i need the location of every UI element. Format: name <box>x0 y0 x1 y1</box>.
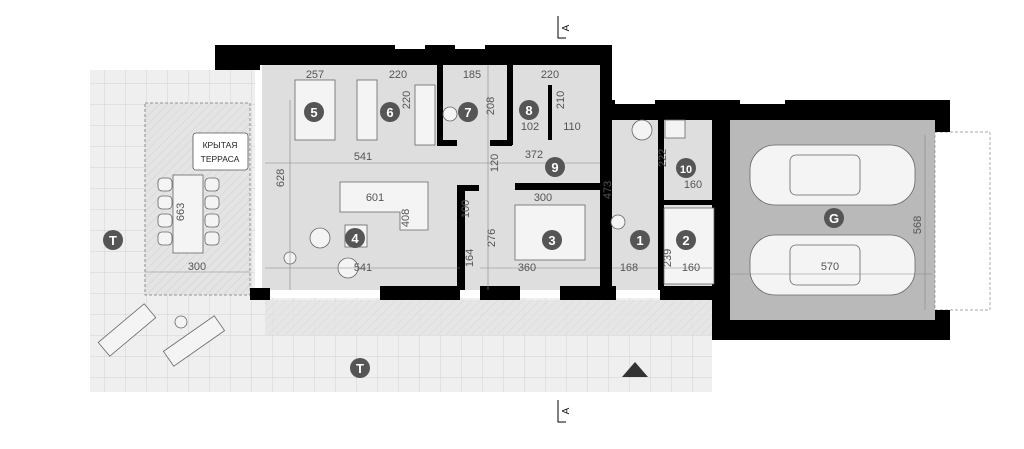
dim-360: 360 <box>518 262 536 274</box>
dim-208: 208 <box>485 97 497 115</box>
dim-220b: 220 <box>541 69 559 81</box>
room-badge-garage: G <box>824 208 844 228</box>
covered-terrace-label: КРЫТАЯ ТЕРРАСА <box>192 132 249 171</box>
room-badge-4: 4 <box>345 228 365 248</box>
dim-257: 257 <box>306 69 324 81</box>
svg-text:3: 3 <box>548 233 555 248</box>
dim-372: 372 <box>525 149 543 161</box>
cars <box>749 144 916 296</box>
dim-601: 601 <box>366 192 384 204</box>
dim-570: 570 <box>821 261 839 273</box>
svg-text:5: 5 <box>310 105 317 120</box>
terrace-dining-table <box>157 174 220 254</box>
dim-168: 168 <box>620 262 638 274</box>
dim-164: 164 <box>464 249 476 267</box>
svg-text:2: 2 <box>682 233 689 248</box>
svg-text:8: 8 <box>525 103 532 118</box>
svg-text:1: 1 <box>636 233 643 248</box>
svg-text:T: T <box>109 233 117 248</box>
room-badge-terrace-bottom: T <box>350 358 370 378</box>
dim-185: 185 <box>463 69 481 81</box>
dim-300b: 300 <box>188 261 206 273</box>
sun-loungers <box>97 303 226 367</box>
dim-110: 110 <box>563 121 581 133</box>
room-badge-8: 8 <box>519 100 539 120</box>
dim-541: 541 <box>354 151 372 163</box>
svg-text:A: A <box>561 24 572 31</box>
dim-300: 300 <box>534 192 552 204</box>
dim-220-vertical: 220 <box>401 91 413 109</box>
room-badge-terrace-left: T <box>103 230 123 250</box>
room-badge-6: 6 <box>380 102 400 122</box>
garage-driveway <box>934 131 991 311</box>
room-badge-9: 9 <box>545 157 565 177</box>
svg-text:T: T <box>356 361 364 376</box>
covered-terrace-label-line2: ТЕРРАСА <box>201 154 240 164</box>
room-badge-2: 2 <box>676 230 696 250</box>
room-badge-7: 7 <box>458 102 478 122</box>
dimension-lines <box>145 65 932 310</box>
dim-160b: 160 <box>684 179 702 191</box>
svg-text:6: 6 <box>386 105 393 120</box>
dim-568: 568 <box>912 216 924 234</box>
dim-100: 100 <box>460 200 472 218</box>
dim-120: 120 <box>489 154 501 172</box>
dim-220: 220 <box>389 69 407 81</box>
terrace <box>90 70 712 392</box>
dim-408: 408 <box>400 209 412 227</box>
room-badge-3: 3 <box>542 230 562 250</box>
svg-text:10: 10 <box>680 164 692 176</box>
room-badge-1: 1 <box>630 230 650 250</box>
dim-473: 473 <box>602 181 614 199</box>
svg-text:9: 9 <box>551 160 558 175</box>
car-2-roof <box>789 244 861 286</box>
dim-541b: 541 <box>354 262 372 274</box>
dim-276: 276 <box>486 229 498 247</box>
section-marker-bottom: A <box>557 400 572 423</box>
covered-terrace-label-line1: КРЫТАЯ <box>203 140 238 150</box>
dimension-labels: 257 220 220 185 208 220 210 102 110 541 … <box>175 69 924 274</box>
entrance-arrow-icon <box>622 362 648 377</box>
walls <box>215 43 950 340</box>
svg-text:G: G <box>829 211 839 226</box>
dim-239: 239 <box>662 249 674 267</box>
section-marker-top: A <box>557 16 572 39</box>
dim-628: 628 <box>275 169 287 187</box>
svg-text:7: 7 <box>464 105 471 120</box>
car-1-roof <box>789 154 861 196</box>
svg-text:A: A <box>561 407 572 414</box>
room-badges: 5 6 7 8 9 4 3 1 2 10 G T T <box>103 100 844 378</box>
dim-663: 663 <box>175 203 187 221</box>
dim-210: 210 <box>555 91 567 109</box>
room-badge-10: 10 <box>676 158 696 178</box>
dim-222: 222 <box>657 149 669 167</box>
dim-160: 160 <box>682 262 700 274</box>
room-badge-5: 5 <box>304 102 324 122</box>
dim-102: 102 <box>521 121 539 133</box>
svg-text:4: 4 <box>351 231 359 246</box>
